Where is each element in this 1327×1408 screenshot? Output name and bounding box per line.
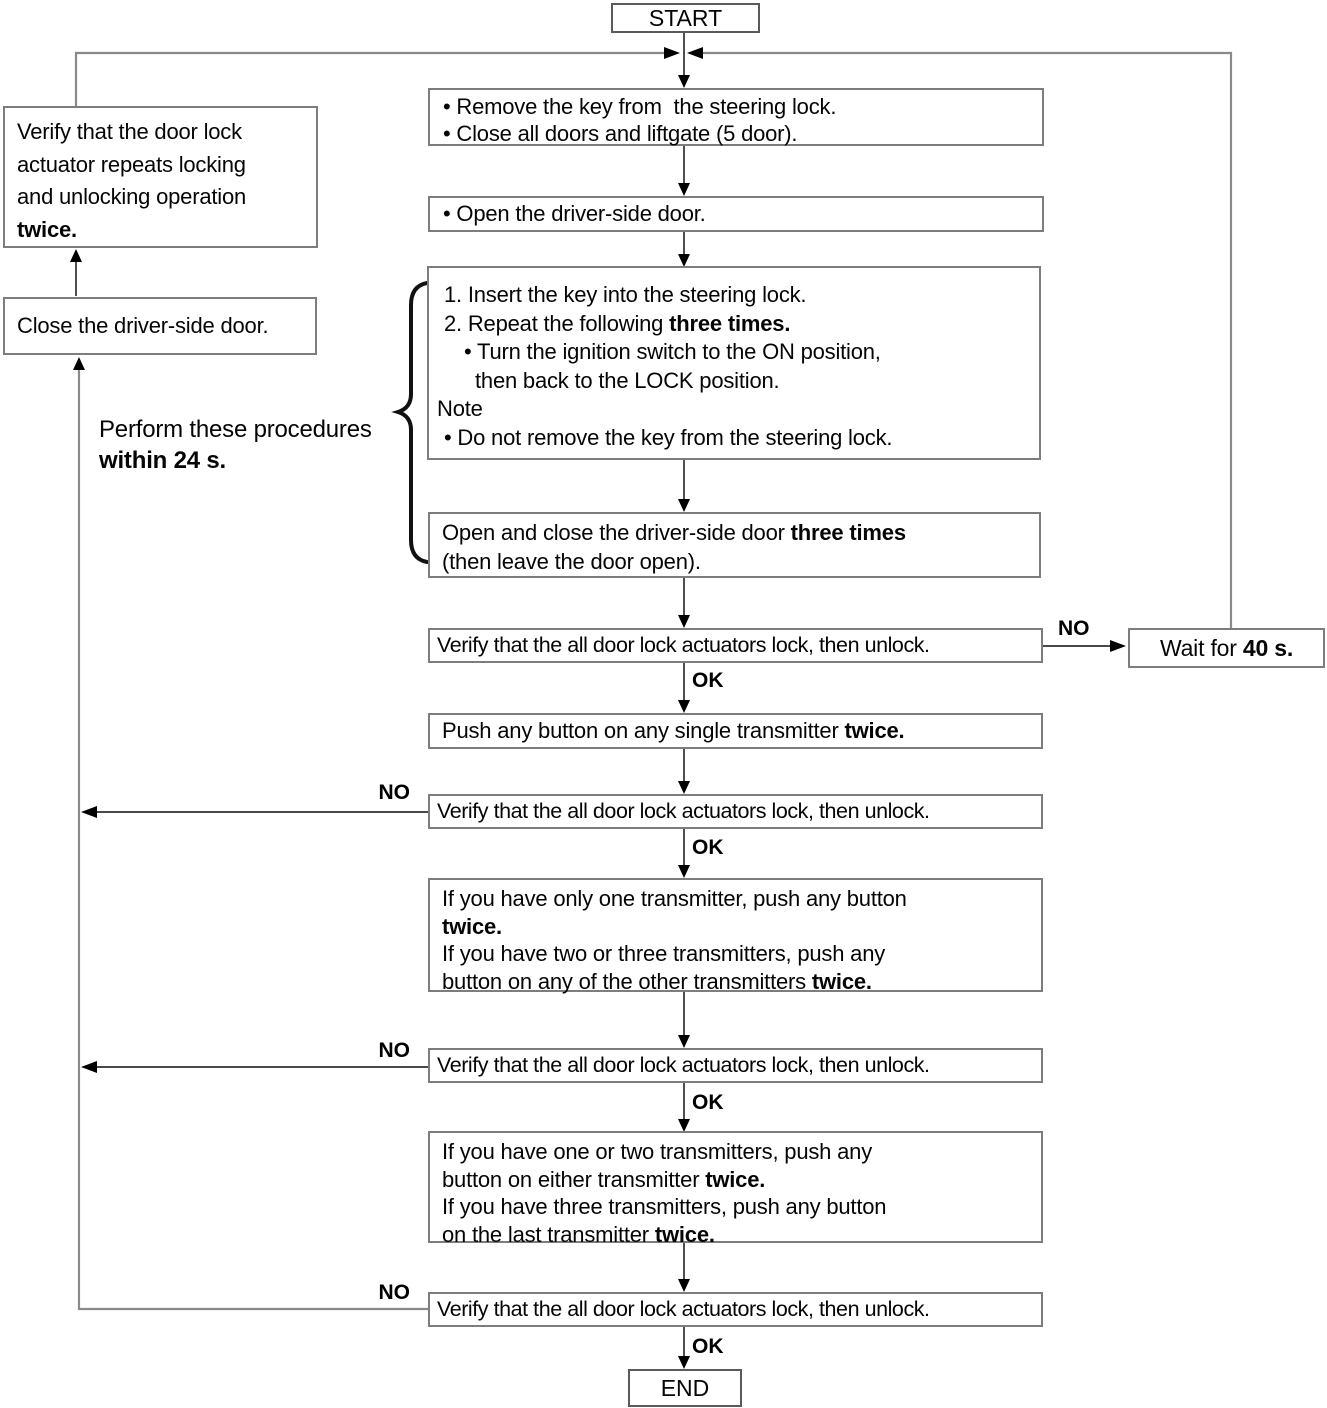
feedback-line-right bbox=[703, 51, 1233, 628]
arrowhead-no3-left bbox=[81, 1061, 97, 1073]
wait-40s-text: Wait for 40 s. bbox=[1160, 635, 1293, 662]
wait-40s-normal: Wait for bbox=[1159, 634, 1243, 661]
arrowhead-into-verify3 bbox=[678, 1035, 690, 1048]
ok-label-verify3: OK bbox=[692, 1091, 724, 1114]
open-close-line1-normal: Open and close the driver-side door bbox=[442, 520, 791, 545]
verify-actuator-line2: actuator repeats locking bbox=[17, 151, 246, 177]
start-node: START bbox=[611, 3, 760, 33]
verify-actuator-line1: Verify that the door lock bbox=[17, 119, 242, 144]
arrowhead-into-openclose bbox=[678, 499, 690, 512]
key-cycle-line2: 2. Repeat the following three times. bbox=[444, 310, 1039, 339]
two-transmitters-line2-normal: button on either transmitter bbox=[442, 1166, 706, 1192]
open-close-line1: Open and close the driver-side door thre… bbox=[442, 518, 1039, 547]
close-driver-door-text: Close the driver-side door. bbox=[17, 313, 269, 338]
step-verify-actuator-repeats: Verify that the door lock actuator repea… bbox=[3, 106, 318, 248]
verify-actuator-line4-bold: twice. bbox=[17, 216, 77, 242]
decision-verify-1-text: Verify that the all door lock actuators … bbox=[437, 633, 930, 657]
step-remove-key-line1: • Remove the key from the steering lock. bbox=[443, 94, 837, 119]
end-node: END bbox=[628, 1369, 742, 1407]
one-transmitter-line2-bold: twice. bbox=[442, 913, 502, 939]
arrowhead-into-keycycle bbox=[678, 254, 690, 267]
wait-40s-bold: 40 s. bbox=[1242, 634, 1294, 661]
ok-label-verify4: OK bbox=[692, 1335, 724, 1358]
two-transmitters-line4: on the last transmitter twice. bbox=[442, 1221, 1041, 1249]
perform-note-line1: Perform these procedures bbox=[99, 416, 372, 443]
step-remove-key-line2: • Close all doors and liftgate (5 door). bbox=[443, 121, 798, 146]
step-two-transmitters: If you have one or two transmitters, pus… bbox=[428, 1131, 1043, 1247]
step-one-transmitter: If you have only one transmitter, push a… bbox=[428, 878, 1043, 994]
arrowhead-into-verify1 bbox=[678, 615, 690, 628]
step-wait-40s: Wait for 40 s. bbox=[1128, 628, 1325, 668]
perform-note-line2-bold: within 24 s. bbox=[99, 447, 226, 474]
step-open-driver-door: • Open the driver-side door. bbox=[428, 196, 1044, 232]
decision-verify-4-text: Verify that the all door lock actuators … bbox=[437, 1297, 930, 1321]
step-open-close-door: Open and close the driver-side door thre… bbox=[428, 512, 1041, 578]
two-transmitters-line4-bold: twice. bbox=[654, 1221, 715, 1247]
arrowhead-into-push bbox=[678, 700, 690, 713]
verify-actuator-line3: and unlocking operation bbox=[17, 184, 247, 209]
two-transmitters-line3: If you have three transmitters, push any… bbox=[442, 1194, 887, 1219]
arrowhead-into-closedoor bbox=[73, 357, 85, 370]
no-label-verify1: NO bbox=[1058, 617, 1090, 640]
two-transmitters-line2-bold: twice. bbox=[705, 1166, 766, 1192]
two-transmitters-line2: button on either transmitter twice. bbox=[442, 1166, 1041, 1194]
no-label-verify3: NO bbox=[378, 1039, 411, 1062]
decision-verify-3-text: Verify that the all door lock actuators … bbox=[437, 1053, 930, 1077]
decision-verify-2-text: Verify that the all door lock actuators … bbox=[437, 799, 930, 823]
key-cycle-line4: then back to the LOCK position. bbox=[475, 367, 780, 393]
arrowhead-merge-left bbox=[687, 47, 703, 59]
step-key-cycle: 1. Insert the key into the steering lock… bbox=[427, 266, 1041, 460]
arrowhead-into-verify4 bbox=[678, 1279, 690, 1292]
arrowhead-into-if1 bbox=[678, 865, 690, 878]
verify-actuator-line4: twice. bbox=[17, 214, 316, 247]
arrowhead-into-wait bbox=[1110, 640, 1126, 652]
arrowhead-into-open bbox=[678, 183, 690, 196]
step-close-driver-door: Close the driver-side door. bbox=[3, 297, 317, 355]
one-transmitter-line2: twice. bbox=[442, 913, 1041, 941]
brace-within-24s bbox=[391, 281, 429, 564]
key-cycle-line2-normal: 2. Repeat the following bbox=[444, 310, 670, 336]
key-cycle-line3: • Turn the ignition switch to the ON pos… bbox=[464, 339, 881, 364]
one-transmitter-line1: If you have only one transmitter, push a… bbox=[442, 886, 907, 911]
key-cycle-line6: • Do not remove the key from the steerin… bbox=[444, 424, 893, 450]
no-label-verify4: NO bbox=[378, 1281, 411, 1304]
ok-label-verify1: OK bbox=[692, 669, 724, 692]
two-transmitters-line4-normal: on the last transmitter bbox=[442, 1221, 655, 1247]
open-close-line2: (then leave the door open). bbox=[442, 549, 701, 574]
decision-verify-2: Verify that the all door lock actuators … bbox=[428, 794, 1043, 829]
step-remove-key: • Remove the key from the steering lock.… bbox=[428, 88, 1044, 146]
arrowhead-into-end bbox=[678, 1356, 690, 1369]
feedback-line-left-bottom bbox=[77, 363, 428, 1311]
arrowhead-merge-right bbox=[664, 47, 680, 59]
arrowhead-into-if2 bbox=[678, 1119, 690, 1132]
annotation-perform-within-24s: Perform these procedures within 24 s. bbox=[99, 414, 372, 476]
arrowhead-into-verify2 bbox=[678, 781, 690, 794]
push-single-bold: twice. bbox=[844, 718, 905, 743]
push-single-normal: Push any button on any single transmitte… bbox=[442, 718, 845, 743]
push-single-text: Push any button on any single transmitte… bbox=[442, 715, 1041, 747]
feedback-line-left-top bbox=[74, 51, 664, 106]
step-open-driver-door-line1: • Open the driver-side door. bbox=[443, 201, 706, 226]
arrowhead-no2-left bbox=[81, 806, 97, 818]
key-cycle-line2-bold: three times. bbox=[669, 310, 791, 336]
decision-verify-1: Verify that the all door lock actuators … bbox=[428, 628, 1043, 663]
arrowhead-into-remove bbox=[678, 75, 690, 88]
perform-note-line2: within 24 s. bbox=[99, 445, 372, 476]
one-transmitter-line4-normal: button on any of the other transmitters bbox=[442, 968, 812, 994]
decision-verify-4: Verify that the all door lock actuators … bbox=[428, 1292, 1043, 1327]
no-label-verify2: NO bbox=[378, 781, 411, 804]
arrowhead-into-verifyactuator bbox=[70, 249, 82, 262]
open-close-line1-bold: three times bbox=[790, 520, 906, 545]
key-cycle-line1: 1. Insert the key into the steering lock… bbox=[444, 282, 807, 307]
two-transmitters-line1: If you have one or two transmitters, pus… bbox=[442, 1139, 873, 1164]
one-transmitter-line4-bold: twice. bbox=[811, 968, 872, 994]
key-cycle-note-label: Note bbox=[437, 396, 483, 421]
step-push-single-transmitter: Push any button on any single transmitte… bbox=[428, 713, 1043, 749]
one-transmitter-line4: button on any of the other transmitters … bbox=[442, 968, 1041, 996]
one-transmitter-line3: If you have two or three transmitters, p… bbox=[442, 941, 886, 966]
decision-verify-3: Verify that the all door lock actuators … bbox=[428, 1048, 1043, 1083]
ok-label-verify2: OK bbox=[692, 836, 724, 859]
